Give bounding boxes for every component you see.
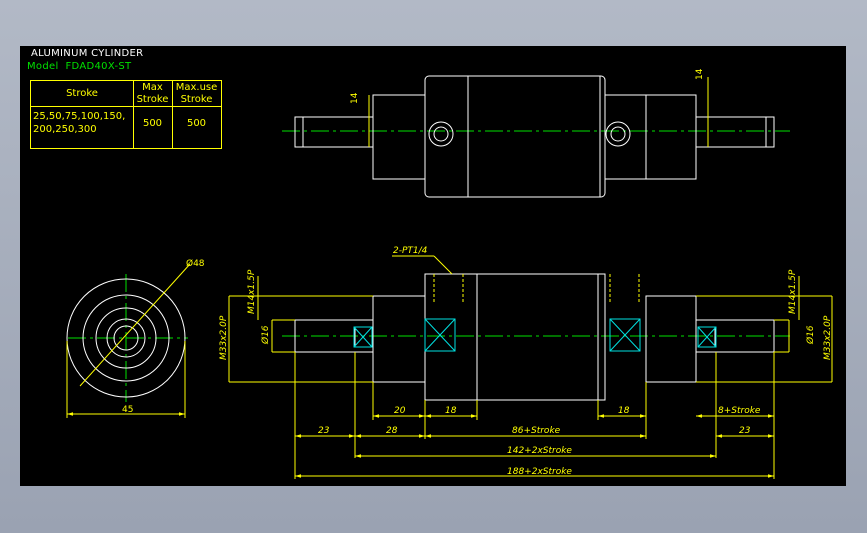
port-left-inner — [433, 126, 449, 142]
end-boss-circle — [95, 307, 157, 369]
dim-top-height-left: 14 — [350, 92, 360, 104]
model-label: Model FDAD40X-ST — [27, 61, 131, 72]
dim-boss-thread-right: M33x2.0P — [823, 315, 833, 360]
dim-top-height-right: 14 — [695, 68, 705, 80]
header-max-use-2: Stroke — [180, 94, 213, 105]
spec-table: Stroke Max Stroke Max.use Stroke 25,50,7… — [30, 80, 222, 149]
rod-hex-right-x — [697, 326, 717, 348]
dim-bore-dia: Ø48 — [186, 258, 205, 269]
dia-leader — [79, 263, 191, 387]
side-view — [282, 273, 790, 401]
end-mid-circle — [82, 294, 170, 382]
dim-len-8-stroke: 8+Stroke — [718, 406, 761, 416]
piston-left-x — [424, 318, 456, 352]
rod-hex-left — [353, 326, 373, 348]
table-divider — [133, 81, 134, 148]
header-max-use-1: Max.use — [175, 82, 218, 93]
dim-boss-thread-left: M33x2.0P — [219, 315, 229, 360]
end-outer-circle — [66, 278, 186, 398]
dim-len-20: 20 — [394, 406, 406, 416]
piston-right — [609, 318, 641, 352]
endcap-left — [372, 295, 426, 383]
dim-len-86: 86+Stroke — [512, 426, 561, 436]
rod-hex-right — [697, 326, 717, 348]
end-view — [66, 263, 191, 402]
dim-len-18-right: 18 — [618, 406, 630, 416]
row-strokes-2: 200,250,300 — [33, 124, 97, 135]
cylinder-drawing: 14 14 Ø48 45 — [66, 68, 833, 479]
dim-len-28: 28 — [386, 426, 398, 436]
header-stroke: Stroke — [66, 88, 98, 99]
row-strokes-1: 25,50,75,100,150, — [33, 111, 126, 122]
dim-thread-right: M14x1.5P — [788, 269, 798, 314]
end-bore-circle — [113, 325, 139, 351]
table-divider — [31, 106, 221, 107]
rod-hex-left-x — [353, 326, 373, 348]
dim-len-23-right: 23 — [739, 426, 751, 436]
rod-right — [695, 319, 775, 353]
dim-rod-dia-right: Ø16 — [805, 325, 816, 345]
boss-right — [645, 295, 697, 383]
barrel — [424, 273, 606, 401]
dim-len-23-left: 23 — [318, 426, 330, 436]
port-hidden — [433, 274, 640, 302]
end-width-dim — [66, 341, 186, 418]
header-max-stroke-1: Max — [142, 82, 163, 93]
port-leader — [433, 255, 453, 275]
rod-left — [294, 116, 374, 148]
header-max-stroke-2: Stroke — [136, 94, 169, 105]
model-prefix: Model — [27, 61, 59, 72]
rod-right — [695, 116, 775, 148]
dim-len-142: 142+2xStroke — [507, 446, 572, 456]
endcap-left — [372, 94, 426, 180]
side-vertical-dims — [228, 276, 833, 383]
barrel — [424, 75, 606, 198]
dim-end-width: 45 — [122, 405, 133, 415]
dim-rod-dia-left: Ø16 — [260, 325, 271, 345]
boss-right — [645, 94, 697, 180]
piston-right-x — [609, 318, 641, 352]
port-left — [428, 121, 454, 147]
dim-port: 2-PT1/4 — [393, 246, 428, 256]
top-dims — [368, 77, 709, 147]
row-max-stroke: 500 — [142, 118, 163, 129]
hidden-features — [353, 318, 717, 352]
piston-left — [424, 318, 456, 352]
end-rod-circle — [106, 318, 146, 358]
top-view — [282, 75, 790, 198]
table-divider — [172, 81, 173, 148]
dim-thread-left: M14x1.5P — [247, 269, 257, 314]
port-right-inner — [610, 126, 626, 142]
model-code: FDAD40X-ST — [65, 61, 132, 72]
side-horizontal-dims — [294, 352, 775, 479]
port-right — [605, 121, 631, 147]
row-max-use-stroke: 500 — [186, 118, 207, 129]
cad-canvas[interactable]: ALUMINUM CYLINDER Model FDAD40X-ST Strok… — [20, 46, 846, 486]
dim-len-188: 188+2xStroke — [507, 467, 572, 477]
drawing-title: ALUMINUM CYLINDER — [31, 48, 144, 59]
dim-len-18-left: 18 — [445, 406, 457, 416]
